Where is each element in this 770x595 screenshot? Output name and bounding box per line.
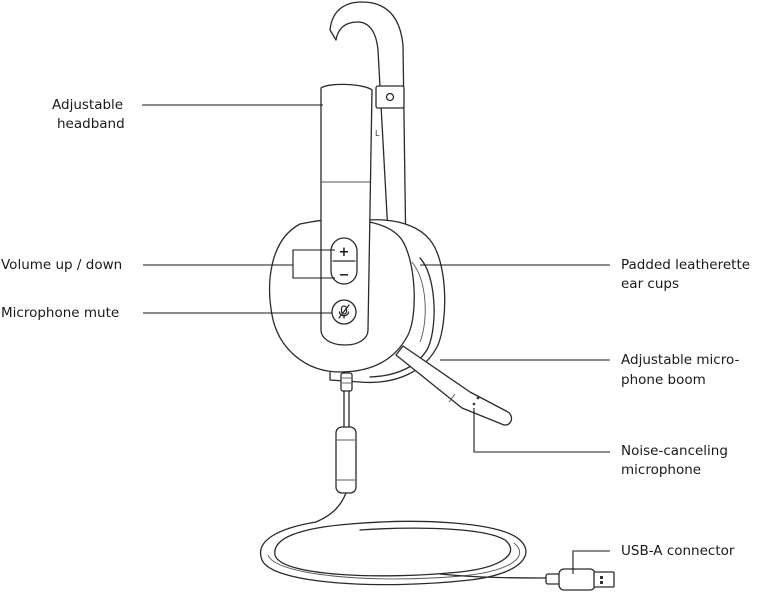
usb-callout-line <box>572 550 610 574</box>
mic-callout-line <box>473 408 610 453</box>
headset-illustration: L + − <box>259 1 615 591</box>
label-usb: USB-A connector <box>621 543 735 559</box>
microphone-boom <box>395 345 513 426</box>
label-earcups-line-2: ear cups <box>621 276 679 292</box>
callout-lines <box>142 104 610 574</box>
cable-coil-inner <box>267 542 520 580</box>
cable-upper <box>343 390 350 429</box>
cable-strain-relief-top <box>340 372 353 392</box>
label-volume: Volume up / down <box>1 257 122 273</box>
headband-side-mark: L <box>375 129 380 138</box>
rear-cup-padding-inner <box>411 261 426 343</box>
labels: Adjustable headband Volume up / down Mic… <box>1 97 750 559</box>
label-earcups-line-1: Padded leatherette <box>621 257 750 273</box>
cable-splitter <box>335 426 357 494</box>
rear-cup-padding <box>369 257 435 378</box>
label-mic-line-1: Noise-canceling <box>621 443 728 459</box>
label-boom-line-2: phone boom <box>621 372 706 388</box>
headband-slider <box>375 85 405 109</box>
boom-joint <box>448 393 456 403</box>
cable-coil <box>259 492 527 586</box>
volume-up-symbol: + <box>339 245 350 260</box>
volume-down-symbol: − <box>339 268 350 283</box>
cable-to-usb <box>439 573 549 579</box>
volume-callout-bracket <box>292 249 335 279</box>
mic-mute-icon <box>338 304 350 319</box>
mic-port-2 <box>472 402 476 406</box>
label-mute: Microphone mute <box>1 305 119 321</box>
label-boom-line-1: Adjustable micro- <box>621 352 739 368</box>
usb-a-connector <box>545 568 615 591</box>
mic-port-1 <box>476 396 480 400</box>
slider-rivet <box>385 92 395 102</box>
label-headband-line-1: Adjustable <box>52 97 123 113</box>
label-headband-line-2: headband <box>57 116 125 132</box>
label-mic-line-2: microphone <box>621 462 701 478</box>
